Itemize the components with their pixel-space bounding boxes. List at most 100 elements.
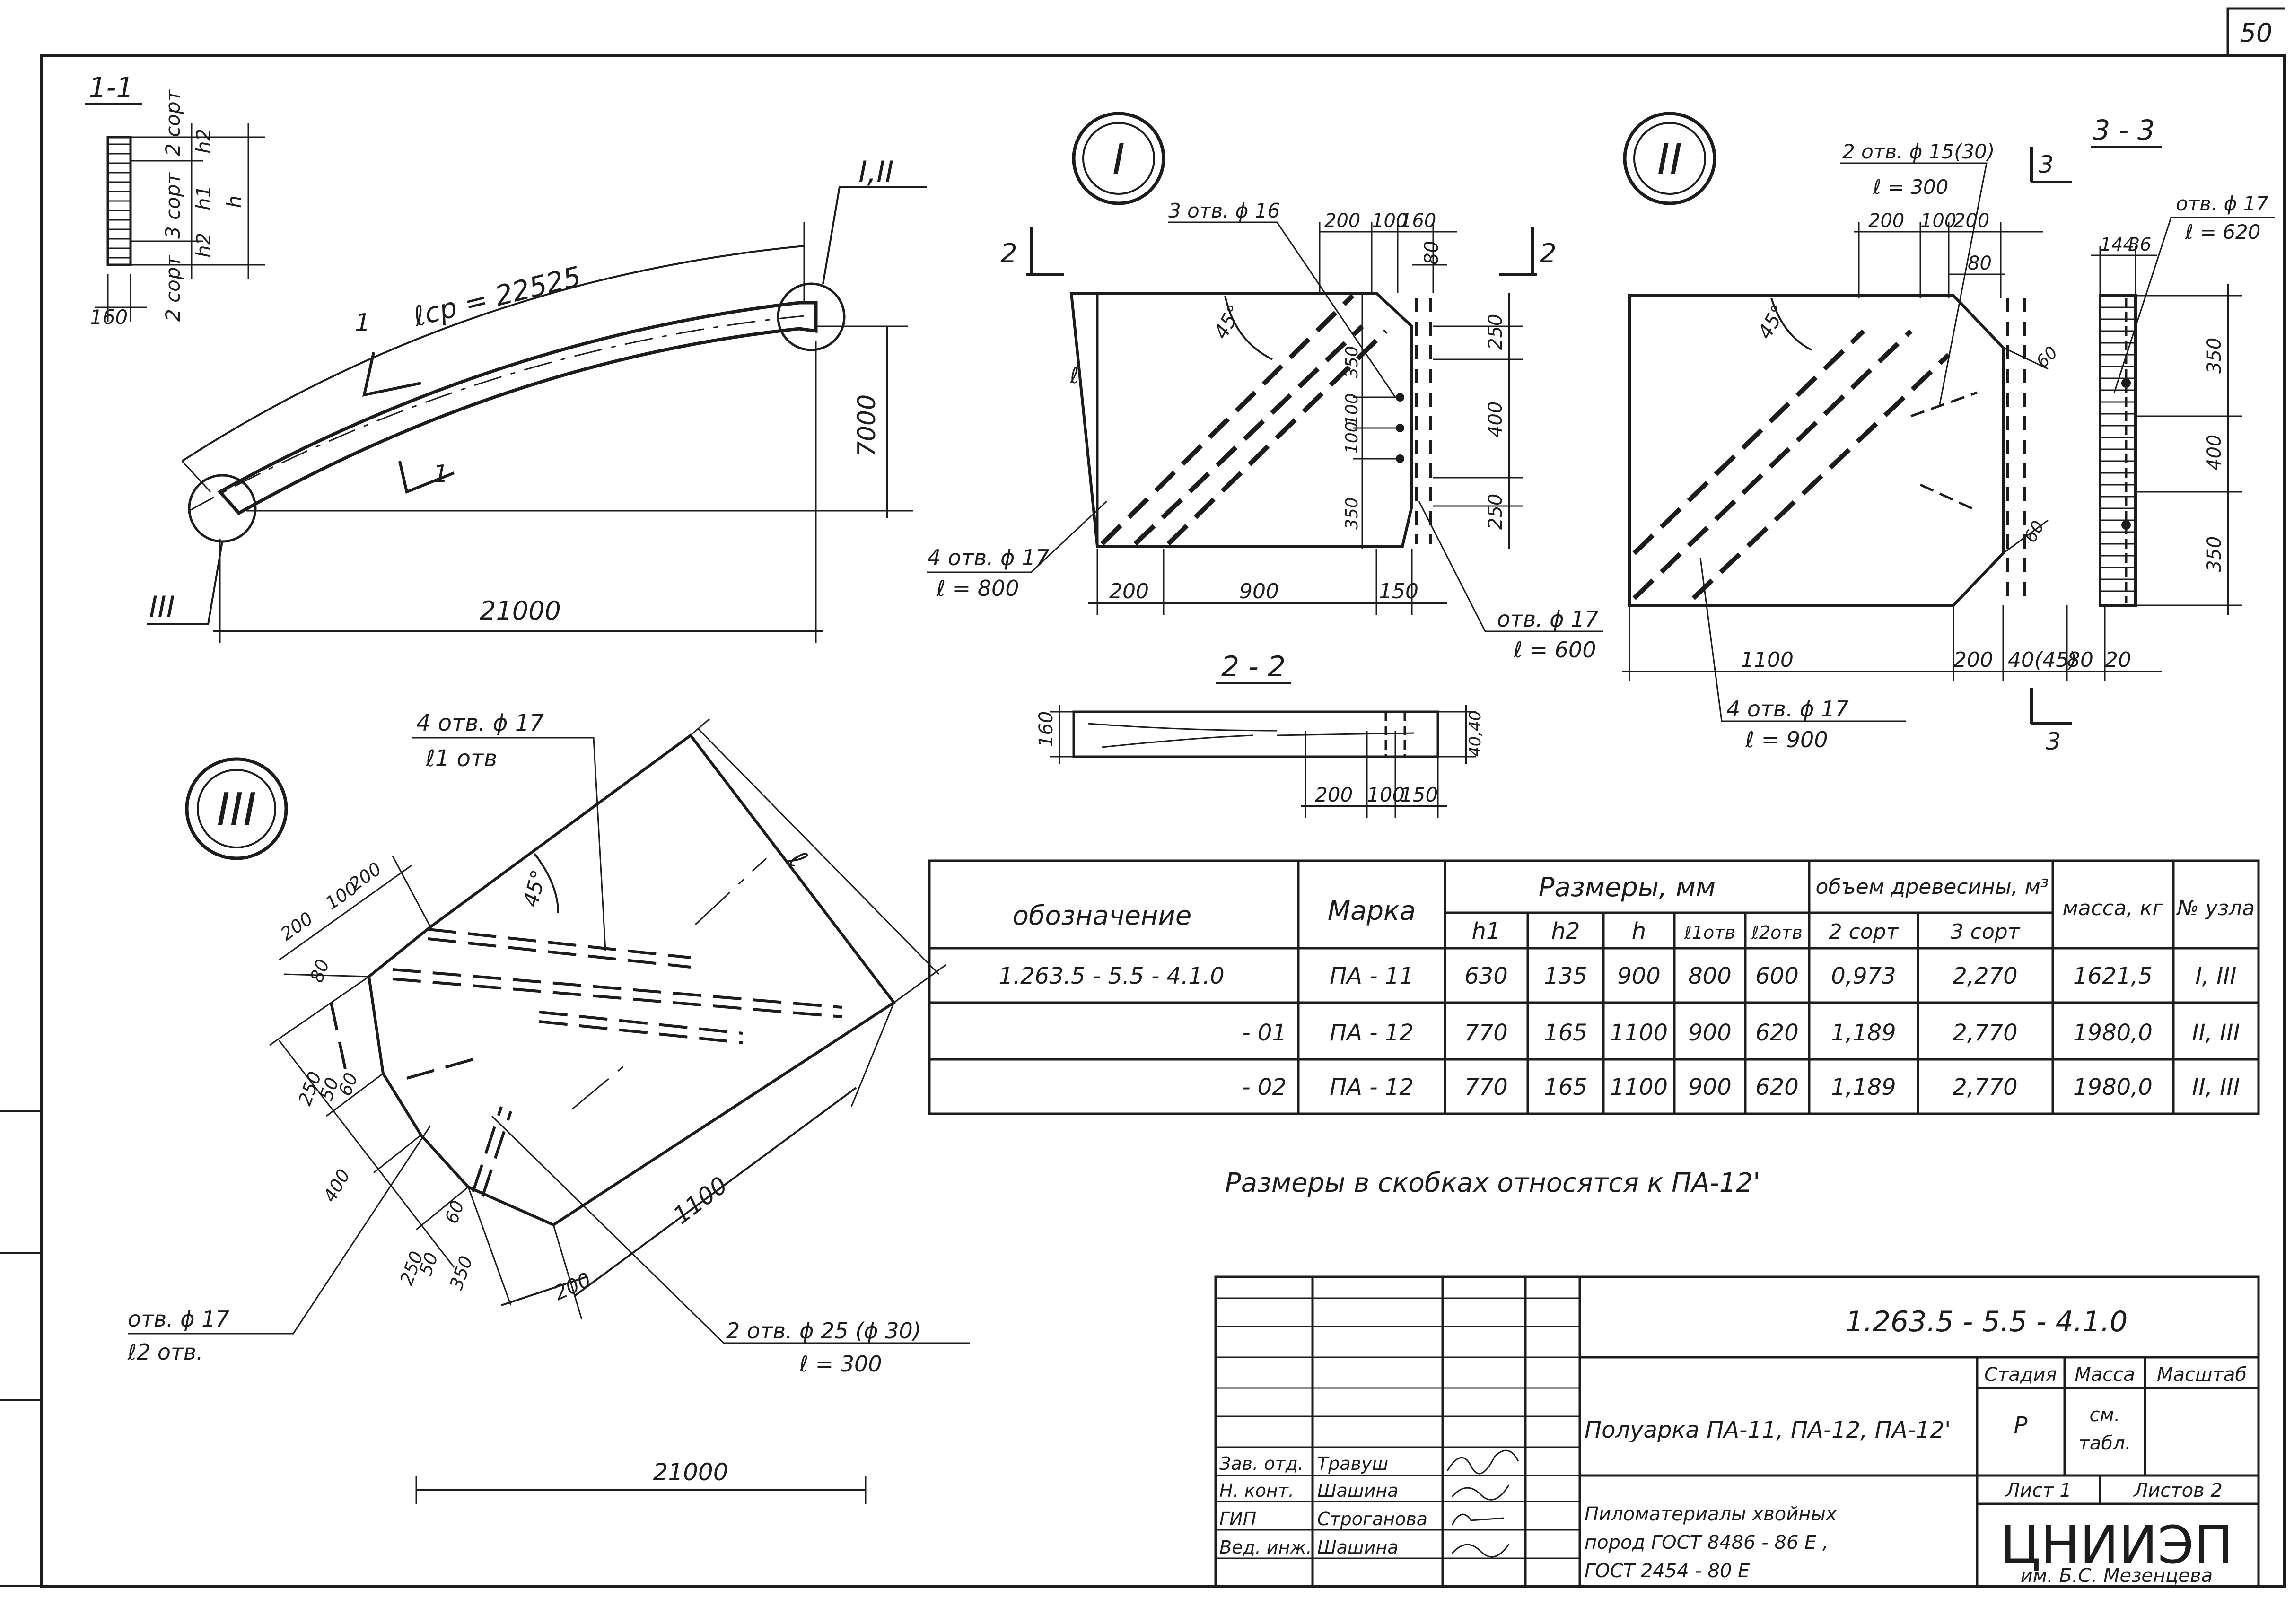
- table-row-1-h: 1100: [1610, 1020, 1668, 1046]
- th-mass: масса, кг: [2062, 896, 2163, 920]
- node-III-dim-350: 350: [446, 1253, 477, 1292]
- node-II-holes-bottom-2: ℓ = 900: [1745, 727, 1828, 752]
- arch-body: [217, 301, 818, 515]
- node-II-view: II 45° 200 100 200 80 2 от: [1622, 112, 2162, 752]
- th-l1: ℓ1отв: [1684, 922, 1735, 943]
- table-row-2-designation: - 02: [1242, 1074, 1287, 1100]
- sheet-label: Лист 1: [2005, 1480, 2072, 1502]
- node-I-holes-top: 3 отв. ϕ 16: [1168, 199, 1280, 222]
- node-III-view: III 45° ℓ 1100 200: [127, 710, 970, 1504]
- section-2-2-view: 2 - 2 160 40,40 200 100 150: [1035, 650, 1485, 818]
- section-3-3-d36: 36: [2128, 234, 2151, 255]
- main-arch-view: 1-1 2 сорт 3 сорт 2 сорт h2: [85, 71, 927, 643]
- section-3-3-d350b: 350: [2204, 536, 2225, 572]
- signatures: [1446, 1449, 1519, 1558]
- section-3-3-cut-bottom: 3: [2046, 728, 2061, 755]
- h2-top-label: h2: [192, 129, 215, 154]
- arc-length-label: ℓср = 22525: [410, 260, 584, 333]
- grade2-top-label: 2 сорт: [161, 89, 184, 156]
- table-row-2-l2: 620: [1755, 1074, 1799, 1100]
- node-III-dim-200a: 200: [277, 908, 317, 945]
- table-row-0-h2: 135: [1544, 963, 1587, 989]
- staff-name-1: Шашина: [1317, 1480, 1399, 1501]
- h1-label: h1: [192, 185, 215, 210]
- node-III-holes-right-1: 2 отв. ϕ 25 (ϕ 30): [726, 1318, 921, 1344]
- node-II-dim-t200a: 200: [1868, 210, 1904, 232]
- h2-bottom-label: h2: [192, 233, 215, 258]
- org-sub: им. Б.С. Мезенцева: [2021, 1565, 2213, 1587]
- table-row-1-mass: 1980,0: [2073, 1020, 2153, 1046]
- sheet-frame: 50: [0, 7, 2286, 1588]
- table-row-2-mark: ПА - 12: [1330, 1074, 1414, 1100]
- node-II-title: II: [1657, 135, 1682, 184]
- node-I-cut-right: 2: [1540, 238, 1557, 269]
- section-arrow-top: 1: [355, 309, 370, 337]
- node-I-holes-bottom-1: 4 отв. ϕ 17: [927, 545, 1050, 570]
- material-line-1: Пиломатериалы хвойных: [1585, 1503, 1837, 1525]
- section-3-3-view: 3 - 3 3 3 144: [2030, 114, 2275, 755]
- grade3-label: 3 сорт: [161, 172, 184, 239]
- node-ref-top: I,II: [858, 155, 894, 189]
- scale-label: Масштаб: [2157, 1364, 2247, 1386]
- staff-role-1: Н. конт.: [1219, 1480, 1294, 1501]
- table-row-2-node: II, III: [2192, 1074, 2240, 1100]
- node-II-dim-r60a: 60: [2032, 343, 2061, 372]
- node-I-ell: ℓ: [1069, 363, 1079, 388]
- node-I-dim-b900: 900: [1239, 579, 1279, 603]
- table-row-0-h: 900: [1617, 963, 1661, 989]
- table-row-0-h1: 630: [1464, 963, 1508, 989]
- node-II-dim-b20: 20: [2105, 648, 2131, 672]
- stage-value: Р: [2014, 1412, 2028, 1439]
- th-designation: обозначение: [1013, 900, 1192, 931]
- table-row-2-vol3: 2,770: [1953, 1074, 2017, 1100]
- node-I-hole-right-1: отв. ϕ 17: [1497, 606, 1599, 632]
- th-grade3: 3 сорт: [1951, 920, 2021, 944]
- node-I-dim-r250b: 250: [1485, 494, 1506, 530]
- node-III-title: III: [217, 784, 256, 836]
- node-I-dim-t80: 80: [1421, 241, 1443, 265]
- th-sizes: Размеры, мм: [1539, 872, 1716, 903]
- table-row-2-l1: 900: [1688, 1074, 1732, 1100]
- section-3-3-hole-2: ℓ = 620: [2185, 220, 2260, 244]
- table-row-2-h: 1100: [1610, 1074, 1668, 1100]
- staff-role-2: ГИП: [1219, 1509, 1256, 1529]
- span-label: 21000: [480, 596, 561, 626]
- section-3-3-d350a: 350: [2204, 338, 2225, 374]
- th-h2: h2: [1551, 918, 1580, 944]
- node-ref-bottom: III: [149, 590, 175, 624]
- table-row-1-mark: ПА - 12: [1330, 1020, 1414, 1046]
- staff-role-0: Зав. отд.: [1219, 1453, 1304, 1474]
- table-row-0-designation: 1.263.5 - 5.5 - 4.1.0: [998, 963, 1224, 989]
- node-III-dim-1100: 1100: [668, 1171, 733, 1230]
- table-row-2-vol2: 1,189: [1831, 1074, 1896, 1100]
- item-name: Полуарка ПА-11, ПА-12, ПА-12': [1585, 1417, 1951, 1443]
- staff-name-3: Шашина: [1317, 1537, 1399, 1558]
- th-l2: ℓ2отв: [1751, 922, 1803, 943]
- node-I-dim-b150: 150: [1379, 579, 1418, 603]
- sheet-note: Размеры в скобках относятся к ПА-12': [1225, 1168, 1760, 1198]
- node-I-cut-left: 2: [1000, 238, 1017, 269]
- node-III-dim-60b: 60: [441, 1198, 468, 1226]
- h-label: h: [223, 195, 246, 208]
- mass-value-2: табл.: [2079, 1432, 2131, 1454]
- node-III-dim-200c: 200: [551, 1268, 595, 1305]
- staff-name-0: Травуш: [1317, 1453, 1388, 1474]
- node-III-holes-top-2: ℓ1 отв: [425, 745, 497, 772]
- node-I-dim-in100b: 100: [1342, 421, 1362, 454]
- node-II-dim-t200b: 200: [1953, 210, 1989, 232]
- table-row-2-h2: 165: [1544, 1074, 1587, 1100]
- page-number: 50: [2240, 18, 2273, 48]
- node-I-dim-in100a: 100: [1342, 393, 1362, 426]
- table-row-1-h1: 770: [1464, 1020, 1508, 1046]
- node-III-end-block: [367, 733, 896, 1227]
- node-I-dim-b200: 200: [1109, 579, 1149, 603]
- th-h: h: [1632, 918, 1646, 944]
- node-I-dim-r250a: 250: [1485, 314, 1506, 350]
- material-line-3: ГОСТ 2454 - 80 Е: [1585, 1560, 1750, 1582]
- rise-label: 7000: [853, 394, 881, 457]
- node-II-holes-top-2: ℓ = 300: [1873, 175, 1948, 199]
- node-I-dim-in350b: 350: [1342, 497, 1362, 530]
- node-I-dim-t200: 200: [1324, 210, 1360, 232]
- title-block: 1.263.5 - 5.5 - 4.1.0 Полуарка ПА-11, ПА…: [1214, 1275, 2260, 1588]
- staff-name-2: Строганова: [1317, 1509, 1427, 1529]
